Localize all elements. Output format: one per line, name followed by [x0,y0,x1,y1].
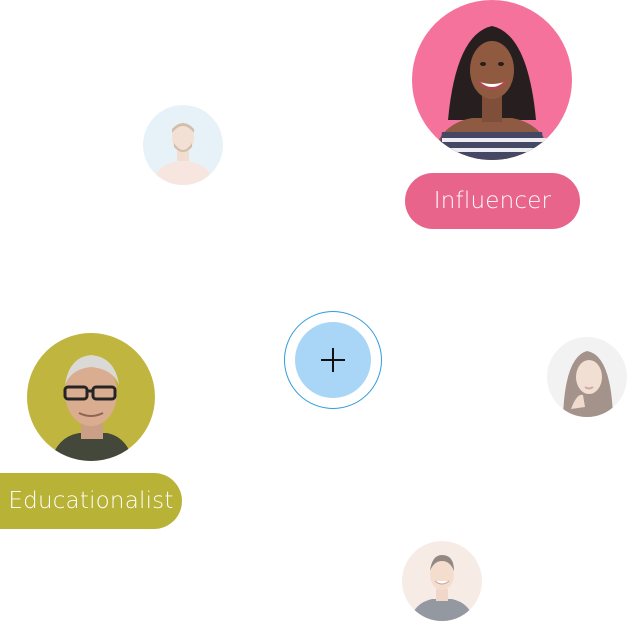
avatar-man-smiling[interactable] [402,541,482,621]
add-button-fill [295,322,371,398]
avatar-influencer-image [412,0,572,160]
avatar-educationalist[interactable] [27,333,155,461]
avatar-educationalist-image [27,333,155,461]
influencer-role-label[interactable]: Influencer [405,173,580,229]
plus-icon [321,348,345,372]
avatar-man-beard-image [143,105,223,185]
avatar-woman-brunette-image [547,337,627,417]
avatar-woman-brunette[interactable] [547,337,627,417]
add-button[interactable] [284,311,382,409]
educationalist-role-label[interactable]: Educationalist [0,473,182,529]
avatar-man-beard[interactable] [143,105,223,185]
avatar-man-smiling-image [402,541,482,621]
avatar-influencer[interactable] [412,0,572,160]
